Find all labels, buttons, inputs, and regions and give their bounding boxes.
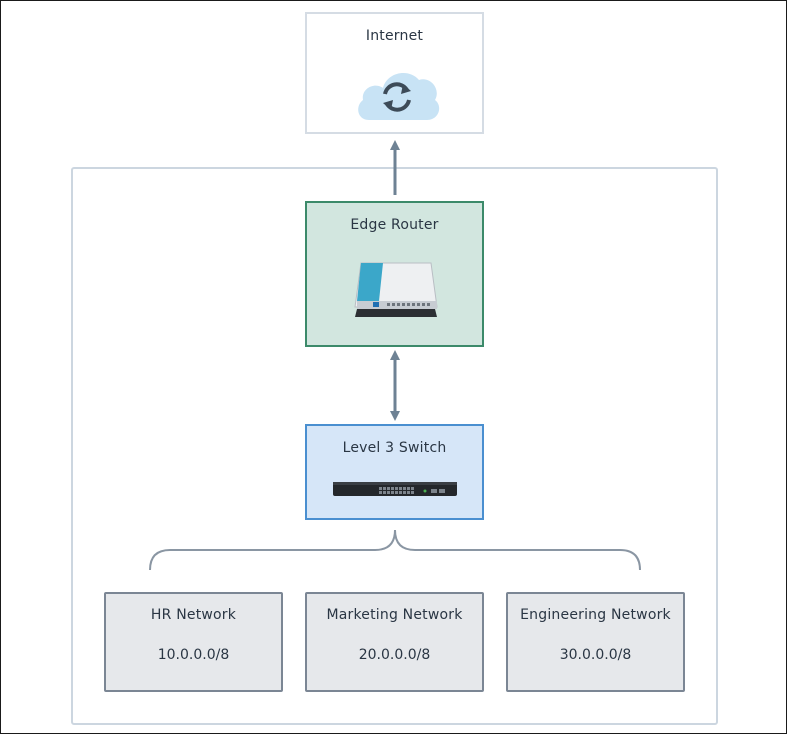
internet-node[interactable]: Internet [305, 12, 484, 134]
network-brace [149, 529, 641, 571]
level3-switch-node[interactable]: Level 3 Switch [305, 424, 484, 520]
router-icon [354, 262, 438, 317]
engineering-network-cidr: 30.0.0.0/8 [559, 647, 632, 663]
marketing-network-node[interactable]: Marketing Network 20.0.0.0/8 [305, 592, 484, 692]
hr-network-node[interactable]: HR Network 10.0.0.0/8 [104, 592, 283, 692]
switch-label: Level 3 Switch [342, 440, 447, 456]
marketing-network-label: Marketing Network [326, 607, 463, 623]
marketing-network-cidr: 20.0.0.0/8 [358, 647, 431, 663]
edge-router-node[interactable]: Edge Router [305, 201, 484, 347]
network-switch-icon [333, 482, 457, 496]
edge-router-label: Edge Router [350, 217, 439, 233]
cloud-sync-icon [358, 73, 440, 120]
hr-network-cidr: 10.0.0.0/8 [157, 647, 230, 663]
internet-label: Internet [365, 28, 424, 44]
engineering-network-node[interactable]: Engineering Network 30.0.0.0/8 [506, 592, 685, 692]
engineering-network-label: Engineering Network [520, 607, 671, 623]
hr-network-label: HR Network [150, 607, 237, 623]
